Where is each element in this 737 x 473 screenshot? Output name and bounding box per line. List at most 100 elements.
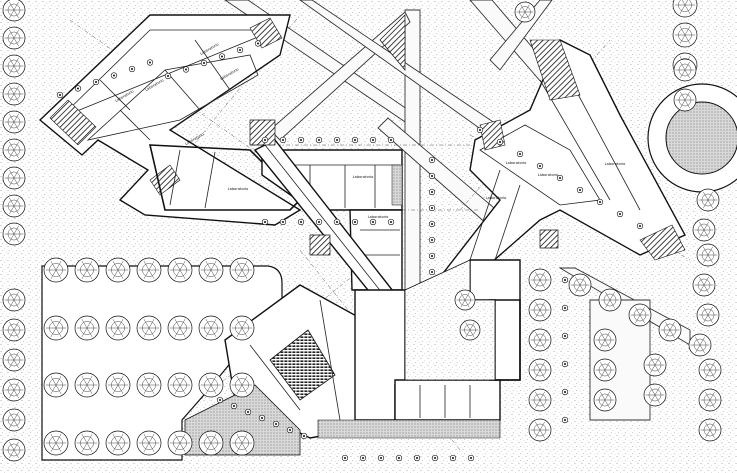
grid-marker xyxy=(333,136,341,144)
tree xyxy=(105,257,131,283)
tree xyxy=(229,372,255,398)
grid-marker xyxy=(182,66,190,73)
grid-marker xyxy=(576,186,584,194)
tree xyxy=(593,328,617,352)
tree xyxy=(2,110,26,134)
tree xyxy=(2,82,26,106)
grid-marker xyxy=(395,454,403,462)
grid-marker xyxy=(536,162,544,170)
tree xyxy=(568,273,592,297)
tree xyxy=(136,372,162,398)
tree xyxy=(692,218,716,242)
grid-marker xyxy=(216,396,224,404)
grid-marker xyxy=(300,432,308,440)
tree xyxy=(105,372,131,398)
tree xyxy=(198,430,224,456)
grid-marker xyxy=(428,156,436,164)
grid-marker xyxy=(286,426,294,434)
tree xyxy=(229,315,255,341)
grid-marker xyxy=(261,136,269,144)
grid-marker xyxy=(496,138,504,146)
tree xyxy=(698,418,722,442)
grid-marker xyxy=(428,204,436,212)
tree xyxy=(628,303,652,327)
grid-marker xyxy=(200,59,208,67)
tree xyxy=(43,372,69,398)
room-label: Laboratorio xyxy=(368,215,389,219)
tree xyxy=(2,318,26,342)
room-label: Laboratorio xyxy=(506,161,527,165)
grid-marker xyxy=(428,172,436,180)
grid-marker xyxy=(297,218,305,226)
tree xyxy=(696,188,720,212)
grid-marker xyxy=(431,454,439,462)
tree xyxy=(643,383,667,407)
grid-marker xyxy=(56,91,64,99)
tree xyxy=(2,54,26,78)
tree xyxy=(593,388,617,412)
trees xyxy=(2,0,722,462)
tree xyxy=(167,257,193,283)
grid-marker xyxy=(254,40,262,47)
parking-lot xyxy=(41,265,283,461)
grid-marker xyxy=(516,150,524,158)
grid-marker xyxy=(636,222,644,230)
tree xyxy=(698,358,722,382)
grid-marker xyxy=(236,46,244,54)
tree xyxy=(198,372,224,398)
tree xyxy=(43,257,69,283)
room-label: Laboratorio xyxy=(605,162,626,166)
tree xyxy=(2,194,26,218)
grid-marker xyxy=(467,454,475,462)
grid-marker xyxy=(387,136,395,144)
grid-marker xyxy=(428,268,436,276)
grid-marker xyxy=(476,126,484,134)
grid-marker xyxy=(230,402,238,410)
tree xyxy=(672,22,698,48)
grid-marker xyxy=(164,72,172,80)
tree xyxy=(198,315,224,341)
room-label: Laboratorio xyxy=(486,196,507,200)
grid-marker xyxy=(315,218,323,226)
grid-marker xyxy=(272,420,280,428)
tree xyxy=(593,358,617,382)
grid-marker xyxy=(561,332,569,340)
tree xyxy=(2,138,26,162)
tree xyxy=(528,388,552,412)
tree xyxy=(528,298,552,322)
grid-marker xyxy=(92,78,100,86)
tree xyxy=(2,0,26,22)
grid-marker xyxy=(297,136,305,144)
grid-marker xyxy=(279,136,287,144)
grid-marker xyxy=(556,174,564,182)
tree xyxy=(672,0,698,18)
grid-marker xyxy=(561,388,569,396)
grid-marker xyxy=(377,454,385,462)
grid-marker xyxy=(428,252,436,260)
tree xyxy=(514,1,536,23)
grid-marker xyxy=(74,85,82,92)
tree xyxy=(643,353,667,377)
grid-marker xyxy=(596,198,604,206)
tree xyxy=(136,430,162,456)
grid-marker xyxy=(279,218,287,226)
grid-marker xyxy=(561,304,569,312)
tree xyxy=(696,303,720,327)
tree xyxy=(105,430,131,456)
grid-marker xyxy=(333,218,341,226)
tree xyxy=(136,257,162,283)
tree xyxy=(167,372,193,398)
grid-marker xyxy=(428,236,436,244)
tree xyxy=(2,348,26,372)
grid-marker xyxy=(561,360,569,368)
grid-marker xyxy=(616,210,624,218)
grid-marker xyxy=(449,454,457,462)
tree xyxy=(74,257,100,283)
grid-marker xyxy=(428,188,436,196)
grid-marker xyxy=(315,136,323,144)
grid-marker xyxy=(413,454,421,462)
tree xyxy=(43,430,69,456)
grid-marker xyxy=(258,414,266,422)
tree xyxy=(688,333,712,357)
tree xyxy=(528,328,552,352)
